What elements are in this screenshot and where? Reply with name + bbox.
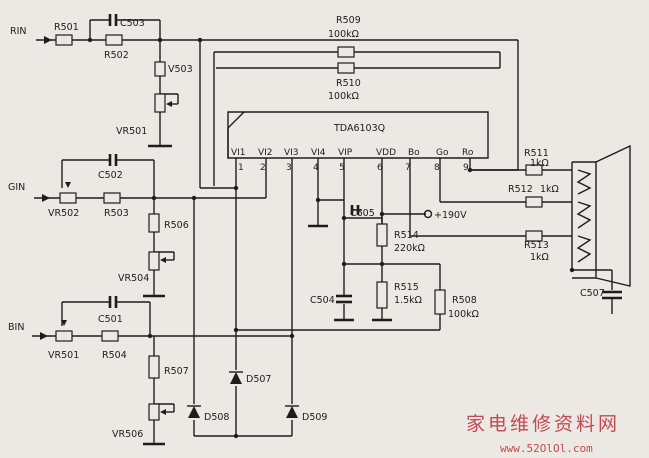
tda6103q-chip	[227, 111, 489, 172]
r509-label: R509	[336, 15, 361, 26]
supply-label: +190V	[434, 210, 467, 221]
diode-d509-icon	[285, 405, 299, 418]
r510-resistor	[337, 62, 355, 74]
r506-label: R506	[164, 220, 189, 231]
r506-resistor	[148, 213, 160, 233]
r507-resistor	[148, 355, 160, 379]
r511-label: R511	[524, 148, 549, 159]
pin-ro-label: Ro	[462, 148, 474, 158]
c502-label: C502	[98, 170, 123, 181]
r510-value: 100kΩ	[328, 91, 359, 102]
r515-resistor	[376, 281, 388, 309]
bin-label: BIN	[8, 322, 24, 333]
gin-arrow-icon	[42, 194, 50, 202]
c605-label: C605	[350, 208, 375, 219]
vr504-pot	[148, 251, 160, 271]
vr506-label: VR506	[112, 429, 143, 440]
d509-label: D509	[302, 412, 327, 423]
vr502-pot	[59, 192, 77, 204]
r501-resistor	[55, 34, 73, 46]
pin-3-number: 3	[286, 163, 292, 173]
vr501-top-label: VR501	[116, 126, 147, 137]
diode-d507-icon	[229, 371, 243, 384]
r501-label: R501	[54, 22, 79, 33]
rin-arrow-icon	[44, 36, 52, 44]
vr504-label: VR504	[118, 273, 149, 284]
c507-label: C507	[580, 288, 605, 299]
r502-resistor	[105, 34, 123, 46]
vr501-top-pot	[154, 93, 166, 113]
r507-label: R507	[164, 366, 189, 377]
pin-vi1-label: VI1	[231, 148, 246, 158]
rin-label: RIN	[10, 26, 27, 37]
pin-vip-label: VIP	[338, 148, 353, 158]
pin-vi2-label: VI2	[258, 148, 273, 158]
c504-label: C504	[310, 295, 335, 306]
pin-vi3-label: VI3	[284, 148, 299, 158]
v503-resistor	[154, 61, 166, 77]
r514-value: 220kΩ	[394, 243, 425, 254]
r512-value: 1kΩ	[540, 184, 559, 195]
r508-value: 100kΩ	[448, 309, 479, 320]
pin-vdd-label: VDD	[376, 148, 396, 158]
r503-resistor	[103, 192, 121, 204]
r513-value: 1kΩ	[530, 252, 549, 263]
watermark-title: 家电维修资料网	[466, 413, 620, 435]
pin-8-number: 8	[434, 163, 440, 173]
c501-label: C501	[98, 314, 123, 325]
vr506-pot	[148, 403, 160, 421]
r515-label: R515	[394, 282, 419, 293]
r504-label: R504	[102, 350, 127, 361]
supply-terminal-icon	[423, 209, 433, 219]
c503-label: C503	[120, 18, 145, 29]
watermark-url: www.52OlOl.com	[500, 442, 593, 455]
r512-resistor	[525, 196, 543, 208]
r509-resistor	[337, 46, 355, 58]
r513-label: R513	[524, 240, 549, 251]
vr501-bottom-label: VR501	[48, 350, 79, 361]
pin-bo-label: Bo	[408, 148, 420, 158]
pin-go-label: Go	[436, 148, 449, 158]
r512-label: R512	[508, 184, 533, 195]
r511-resistor	[525, 164, 543, 176]
r514-label: R514	[394, 230, 419, 241]
r502-label: R502	[104, 50, 129, 61]
r509-value: 100kΩ	[328, 29, 359, 40]
r511-value: 1kΩ	[530, 158, 549, 169]
v503-label: V503	[168, 64, 193, 75]
pot-wipers	[61, 101, 172, 415]
crt-output-icon	[572, 144, 631, 287]
resistors	[55, 34, 543, 421]
pin-2-number: 2	[260, 163, 266, 173]
pin-6-number: 6	[377, 163, 383, 173]
bin-arrow-icon	[40, 332, 48, 340]
labels: RIN GIN BIN R501 C503 R502 V503 VR501 R5…	[8, 15, 605, 440]
pin-9-number: 9	[463, 163, 469, 173]
r514-resistor	[376, 223, 388, 247]
vr501-bottom-pot	[55, 330, 73, 342]
pin-7-number: 7	[405, 163, 411, 173]
r508-resistor	[434, 289, 446, 315]
r503-label: R503	[104, 208, 129, 219]
r515-value: 1.5kΩ	[394, 295, 422, 306]
capacitors	[108, 14, 360, 308]
pin-1-number: 1	[238, 163, 244, 173]
d507-label: D507	[246, 374, 271, 385]
pin-5-number: 5	[339, 163, 345, 173]
vr502-label: VR502	[48, 208, 79, 219]
r513-resistor	[525, 230, 543, 242]
r508-label: R508	[452, 295, 477, 306]
r504-resistor	[101, 330, 119, 342]
r510-label: R510	[336, 78, 361, 89]
d508-label: D508	[204, 412, 229, 423]
chip-name: TDA6103Q	[333, 123, 385, 134]
pin-vi4-label: VI4	[311, 148, 326, 158]
junction-dots	[87, 37, 575, 439]
gin-label: GIN	[8, 182, 25, 193]
pin-4-number: 4	[313, 163, 319, 173]
diode-d508-icon	[187, 405, 201, 418]
